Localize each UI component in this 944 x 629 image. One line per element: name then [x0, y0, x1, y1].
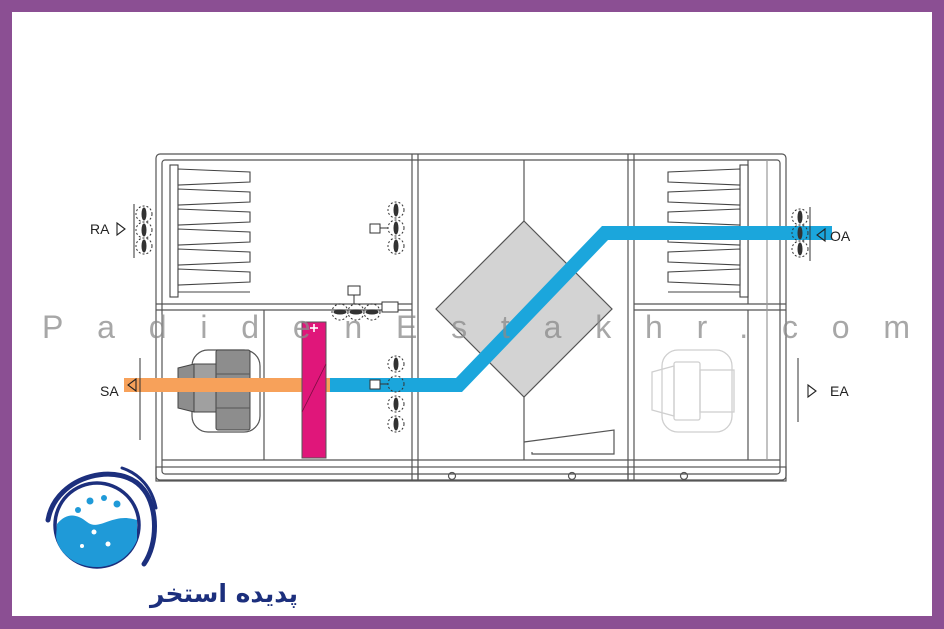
brand-logo: پدیده استخر	[45, 466, 298, 609]
arrow-icon	[116, 221, 126, 237]
brand-name: پدیده استخر	[148, 579, 298, 609]
sa-label: SA	[100, 383, 119, 399]
diagram-frame: RA SA OA EA PadidenEstakhr.com پدیده است…	[12, 12, 932, 616]
heater-icon	[301, 321, 327, 459]
ea-label: EA	[830, 383, 849, 399]
ra-label: RA	[90, 221, 110, 237]
arrow-icon	[816, 227, 826, 243]
water-drop-icon	[56, 515, 137, 567]
flow-label-oa: OA	[816, 227, 851, 244]
arrow-icon	[127, 377, 137, 393]
filter-icon	[169, 164, 251, 298]
damper-icon	[133, 201, 811, 440]
ahu-diagram: RA SA OA EA PadidenEstakhr.com پدیده است…	[42, 153, 910, 609]
arrow-icon	[807, 383, 817, 399]
warm-supply-duct	[124, 378, 330, 392]
flow-label-sa: SA	[100, 377, 137, 399]
oa-label: OA	[830, 228, 851, 244]
fan-icon	[651, 349, 735, 433]
flow-label-ra: RA	[90, 221, 126, 237]
base-feet	[447, 471, 689, 481]
cold-air-duct	[330, 226, 832, 392]
actuator-icon	[347, 223, 399, 390]
flow-label-ea: EA	[807, 383, 849, 399]
